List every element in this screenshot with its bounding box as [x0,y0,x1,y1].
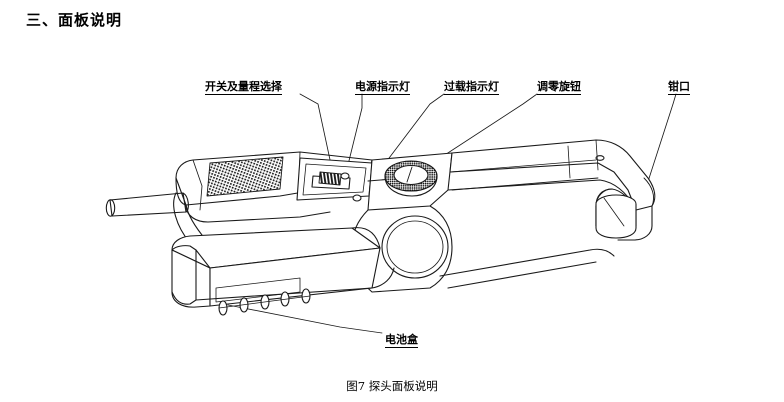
overload-led [352,194,362,202]
page-title: 三、面板说明 [26,11,123,29]
battery-compartment-screws [218,288,311,316]
leader-switch-range [299,93,336,184]
figure-caption: 图7 探头面板说明 [346,379,438,393]
pivot-ring [381,215,449,279]
callout-label-switch-range-selector: 开关及量程选择 [205,80,282,95]
battery-compartment [171,227,395,308]
knob-pointer [406,166,413,183]
jaw-screw [595,155,605,161]
zero-adjust-knob[interactable] [384,160,438,197]
clamp-jaw-opening [595,177,655,241]
clamp-jaw-arm [447,139,656,211]
leader-power-lamp [344,93,363,178]
power-led [340,172,350,180]
callout-label-overload-indicator-lamp: 过载指示灯 [444,80,499,95]
leader-zero-knob [410,93,538,178]
probe-cable [105,192,189,217]
handle-grip-texture [206,156,284,197]
range-slide-switch[interactable] [311,171,351,190]
leader-clamp-jaw [642,93,677,198]
leader-battery-box [227,304,383,334]
callout-label-clamp-jaw: 钳口 [668,80,690,95]
jaw-arm-underside [439,248,615,289]
callout-label-battery-compartment: 电池盒 [385,333,418,348]
callout-label-zero-adjust-knob: 调零旋钮 [537,80,581,95]
callout-label-power-indicator-lamp: 电源指示灯 [355,80,410,95]
